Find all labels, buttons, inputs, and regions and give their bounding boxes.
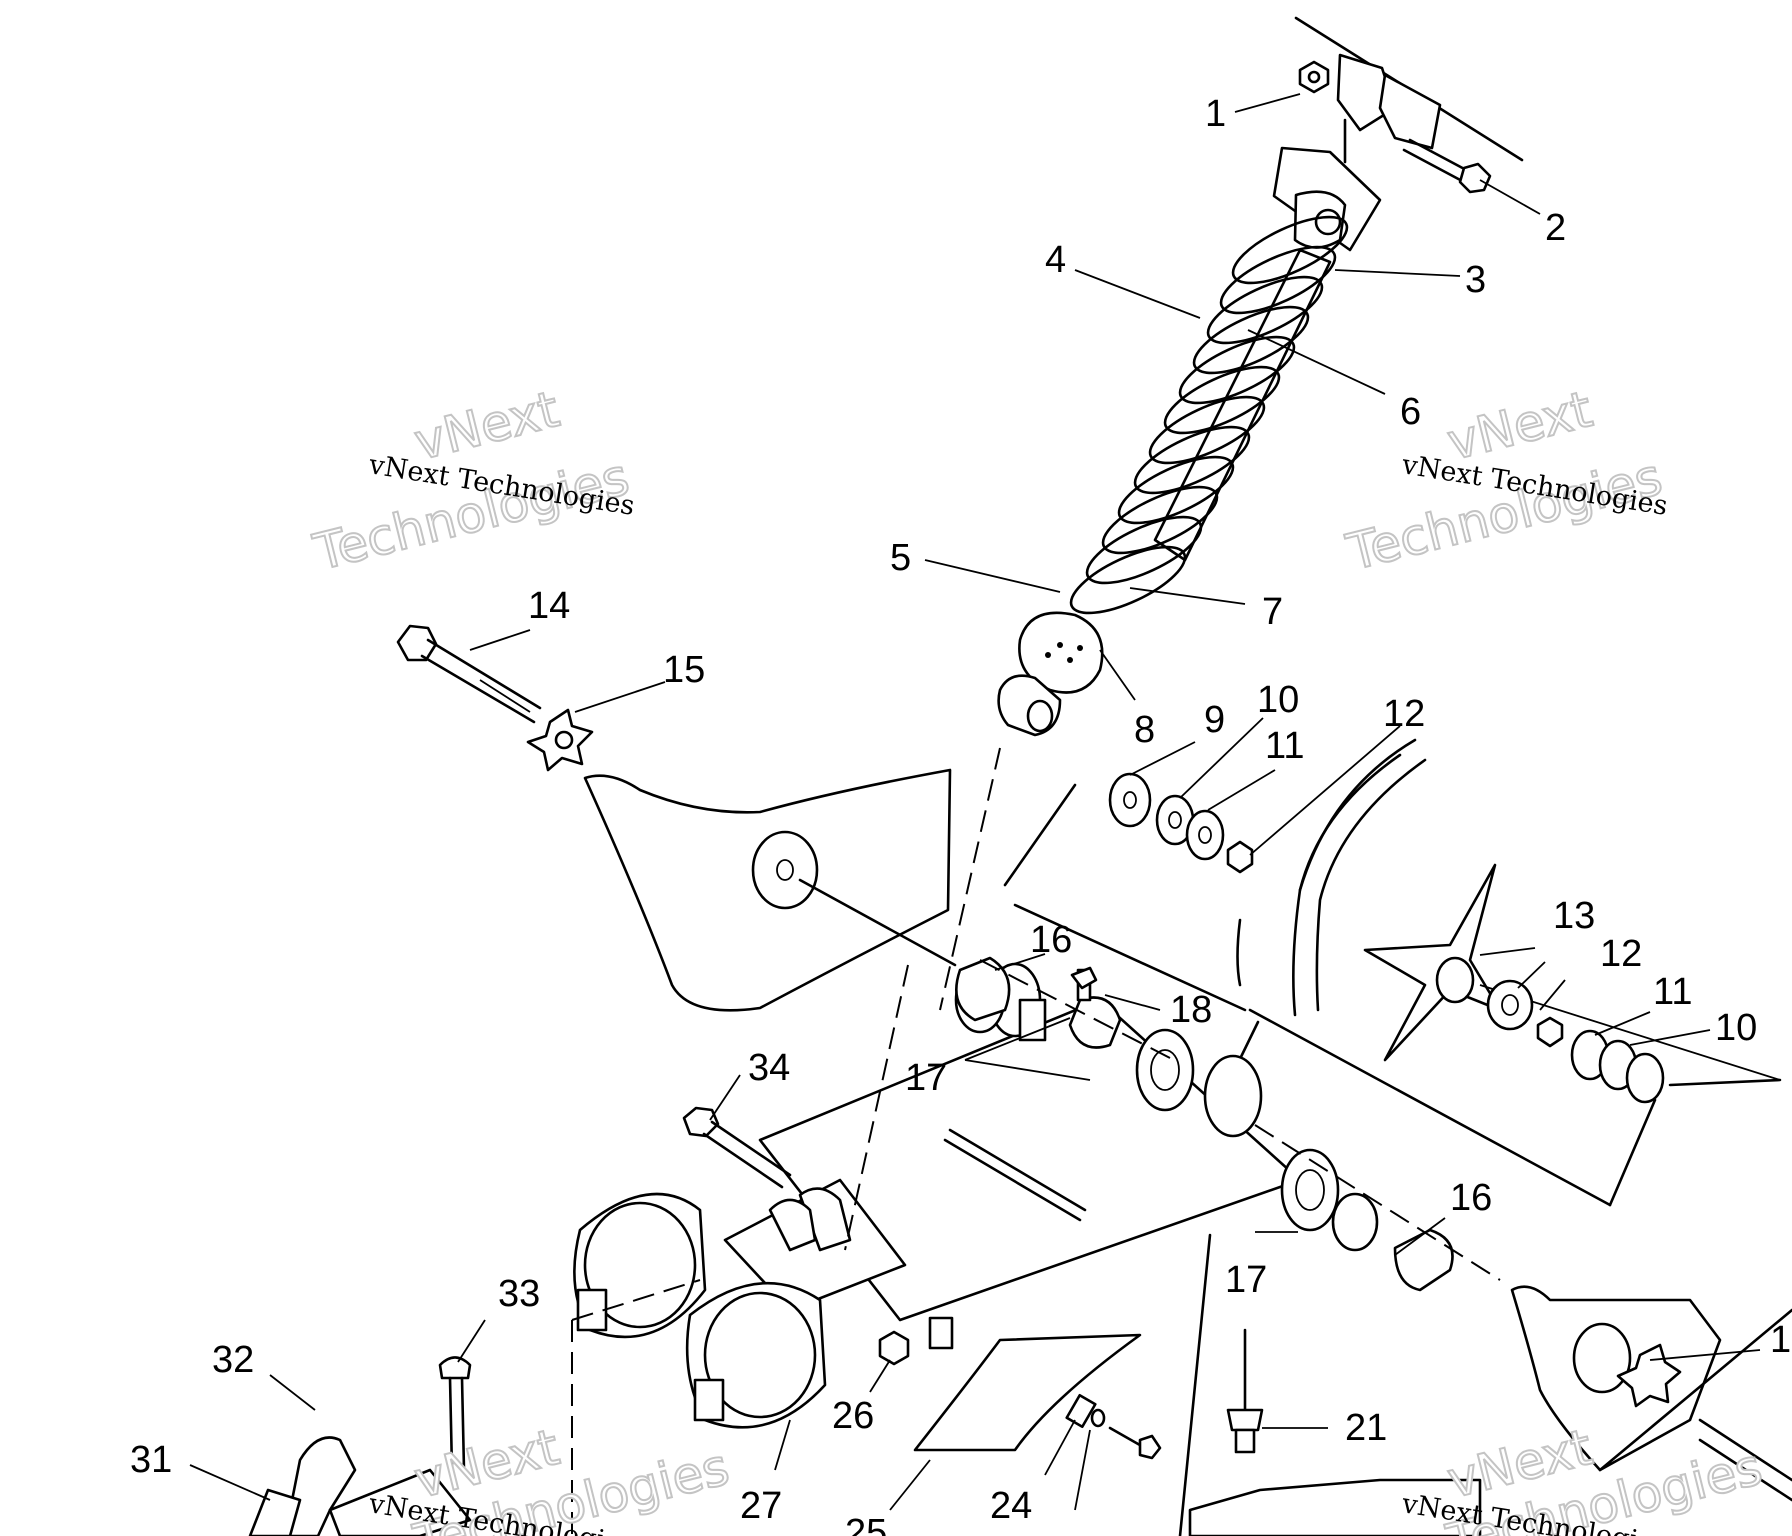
- callout-5: 5: [890, 537, 911, 579]
- callout-25: 25: [845, 1512, 887, 1536]
- bracket-32: [248, 1436, 472, 1536]
- pin-24: [1065, 1393, 1162, 1460]
- watermark-bottom-left: vNext Technologies vNext Technologies: [366, 1417, 736, 1536]
- callout-1: 1: [1205, 93, 1226, 135]
- callout-17: 17: [905, 1057, 947, 1099]
- left-mounting-plate: [583, 768, 952, 1012]
- callout-14: 14: [528, 585, 570, 627]
- callout-labels: 1 2 3 4 6 5 7 8 9 10 11 12 14 15 16 18 1…: [130, 93, 1791, 1536]
- callout-8: 8: [1134, 709, 1155, 751]
- callout-33: 33: [498, 1273, 540, 1315]
- callout-13: 13: [1553, 895, 1595, 937]
- star-washer-15: [526, 708, 594, 772]
- bolt-33: [438, 1356, 472, 1472]
- watermark-left: vNext Technologies vNext Technologies: [307, 379, 637, 583]
- callout-34: 34: [748, 1047, 790, 1089]
- washer-stack-upper: [1003, 772, 1254, 1012]
- right-mounting-plate: [1510, 1285, 1792, 1502]
- callout-27: 27: [740, 1485, 782, 1527]
- callout-16: 16: [1030, 919, 1072, 961]
- center-lines: [571, 747, 1501, 1536]
- callout-17b: 17: [1225, 1259, 1267, 1301]
- callout-6: 6: [1400, 391, 1421, 433]
- callout-21: 21: [1345, 1407, 1387, 1449]
- callout-2: 2: [1545, 207, 1566, 249]
- bushings-left: [798, 878, 1122, 1049]
- callout-26: 26: [832, 1395, 874, 1437]
- shock-spring: [1069, 215, 1349, 615]
- wheel-outline: [1236, 738, 1427, 1017]
- callout-24: 24: [990, 1485, 1032, 1527]
- callout-10b: 10: [1715, 1007, 1757, 1049]
- callout-31: 31: [130, 1439, 172, 1481]
- callout-10: 10: [1257, 679, 1299, 721]
- nut-1: [1298, 60, 1330, 94]
- bottom-bracket: [1178, 1233, 1482, 1536]
- callout-7: 7: [1262, 591, 1283, 633]
- a-arm: [723, 962, 1454, 1322]
- bolt-2: [1402, 138, 1492, 194]
- callout-15: 15: [663, 649, 705, 691]
- nut-26: [878, 1316, 954, 1366]
- callout-11: 11: [1265, 725, 1304, 767]
- pin-21: [1226, 1328, 1264, 1454]
- callout-9: 9: [1204, 699, 1225, 741]
- wheel-hub: [1363, 863, 1502, 1062]
- leader-lines: [189, 93, 1761, 1511]
- bolt-14: [396, 624, 542, 724]
- shock-absorber: [997, 190, 1349, 737]
- callout-1-right: 1: [1770, 1319, 1791, 1361]
- callout-12b: 12: [1600, 933, 1642, 975]
- watermark-right: vNext Technologies vNext Technologies: [1340, 379, 1670, 583]
- callout-4: 4: [1045, 239, 1066, 281]
- grease-fitting-18: [1070, 966, 1098, 1002]
- callout-12: 12: [1383, 693, 1425, 735]
- bolt-34: [682, 1106, 792, 1189]
- callout-18: 18: [1170, 989, 1212, 1031]
- bracket-25: [913, 1333, 1142, 1452]
- callout-11b: 11: [1653, 971, 1692, 1013]
- callout-3: 3: [1465, 259, 1486, 301]
- watermark-bottom-right: vNext Technologies vNext Technologies: [1399, 1417, 1769, 1536]
- clamp-27: [573, 1192, 827, 1429]
- callout-32: 32: [212, 1339, 254, 1381]
- washer-stack-right: [1218, 979, 1782, 1207]
- callout-16b: 16: [1450, 1177, 1492, 1219]
